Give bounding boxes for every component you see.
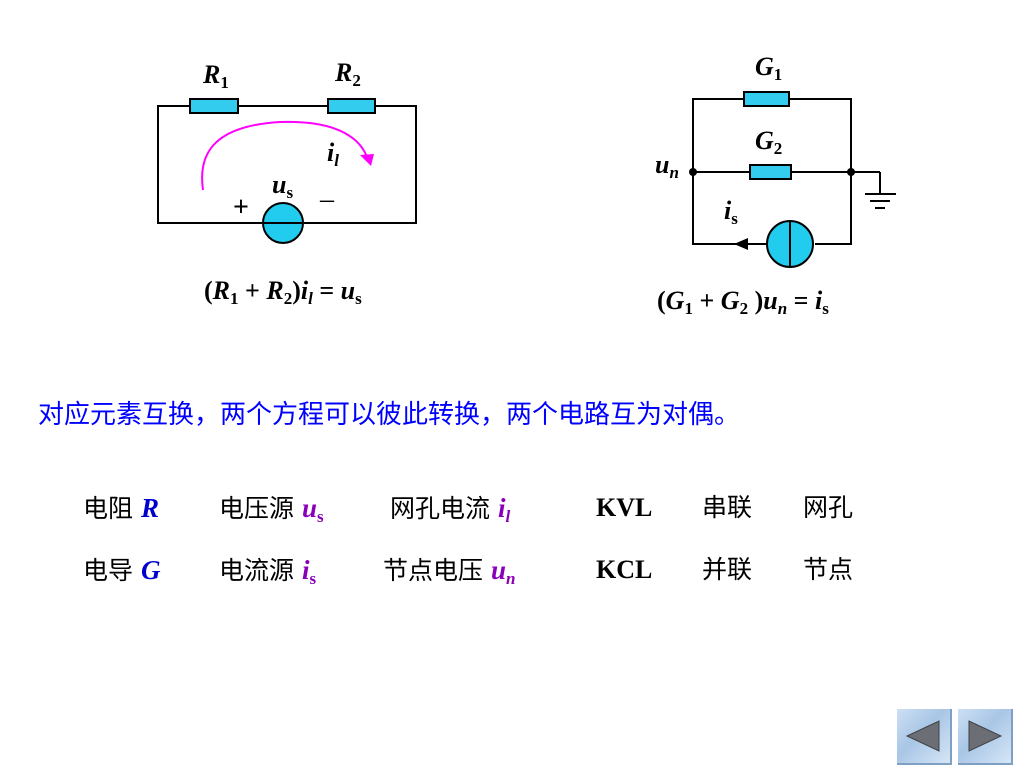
label-r1: R1 <box>203 60 229 92</box>
polarity-minus: – <box>320 184 334 215</box>
mesh-equation: (R1 + R2)il = us <box>204 276 362 308</box>
polarity-plus: + <box>233 192 249 223</box>
node-dot-left <box>689 168 697 176</box>
label-g2: G2 <box>755 126 783 158</box>
cell-topology: 节点 <box>803 555 854 584</box>
prev-slide-button[interactable] <box>895 707 952 765</box>
duality-statement: 对应元素互换，两个方程可以彼此转换，两个电路互为对偶。 <box>38 400 741 430</box>
cell-variable: 网孔电流 il <box>390 493 511 526</box>
label-voltage-source: us <box>272 170 294 202</box>
conductance-g2 <box>749 164 792 180</box>
label-r2: R2 <box>335 58 361 90</box>
node-equation: (G1 + G2 )un = is <box>657 286 829 318</box>
cell-law: KCL <box>596 555 653 584</box>
cell-variable: 节点电压 un <box>383 555 516 588</box>
resistor-r2 <box>327 98 376 114</box>
cell-element: 电阻 R <box>83 493 159 523</box>
cell-law: KVL <box>596 493 653 522</box>
cell-topology: 网孔 <box>803 493 854 522</box>
label-current-source: is <box>724 196 738 228</box>
mesh-current-arrow <box>201 120 374 191</box>
cell-connection: 并联 <box>702 555 753 584</box>
voltage-source-us <box>262 202 304 244</box>
source-current-arrow <box>734 238 748 250</box>
triangle-right-icon <box>968 720 1003 752</box>
label-mesh-current: il <box>327 138 339 170</box>
label-g1: G1 <box>755 52 783 84</box>
resistor-r1 <box>189 98 239 114</box>
cell-connection: 串联 <box>702 493 753 522</box>
cell-source: 电压源 us <box>219 493 324 526</box>
cell-element: 电导 G <box>83 555 161 585</box>
node-dot-right <box>847 168 855 176</box>
cell-source: 电流源 is <box>219 555 317 588</box>
label-node-voltage: un <box>655 150 679 182</box>
current-source-is <box>766 220 814 268</box>
triangle-left-icon <box>905 720 940 752</box>
conductance-g1 <box>743 91 790 107</box>
next-slide-button[interactable] <box>956 707 1013 765</box>
left-circuit-wires <box>157 105 417 224</box>
